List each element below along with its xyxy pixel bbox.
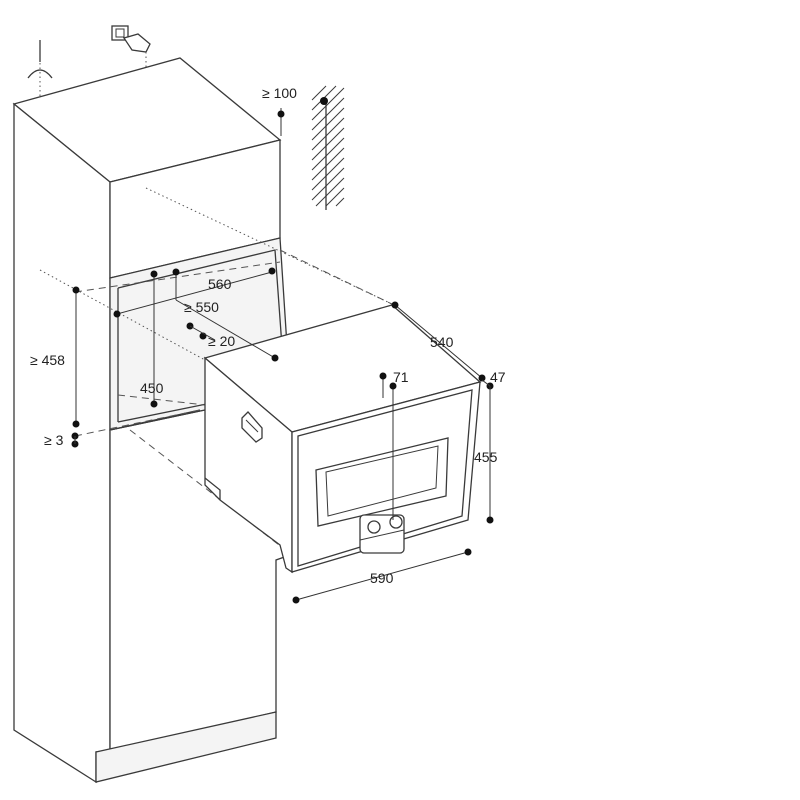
dimension-labels: ≥ 100 560 ≥ 550 ≥ 20 ≥ 458 450 ≥ 3 540 7…: [30, 85, 506, 586]
label-inner-height: 450: [140, 380, 164, 396]
label-appliance-height: 455: [474, 449, 498, 465]
label-niche-height: ≥ 458: [30, 352, 65, 368]
label-niche-depth: ≥ 550: [184, 299, 219, 315]
label-gap-rear: ≥ 20: [208, 333, 235, 349]
label-appliance-width: 590: [370, 570, 394, 586]
label-front-thickness: 47: [490, 369, 506, 385]
dimension-lines: [71, 108, 494, 604]
label-appliance-depth: 540: [430, 334, 454, 350]
label-niche-width: 560: [208, 276, 232, 292]
label-clearance-top: ≥ 100: [262, 85, 297, 101]
wall-hatch: [311, 85, 345, 210]
label-plinth-gap: ≥ 3: [44, 432, 64, 448]
label-panel-offset: 71: [393, 369, 409, 385]
appliance-body: [203, 304, 482, 574]
